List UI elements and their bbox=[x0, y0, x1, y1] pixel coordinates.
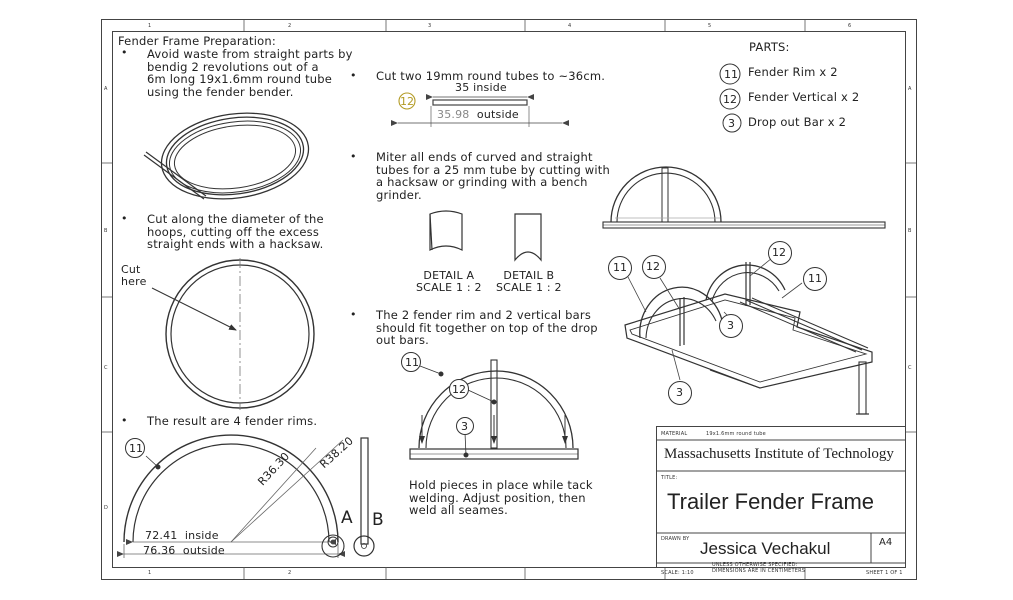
title-label: TITLE: bbox=[661, 475, 678, 481]
fit-bullet-text: The 2 fender rim and 2 vertical bars sho… bbox=[376, 308, 598, 347]
bullet-marker: • bbox=[121, 414, 128, 427]
balloon-fit-rim-number: 11 bbox=[405, 356, 419, 369]
sheet-size: A4 bbox=[879, 537, 893, 548]
parts-balloon-rim bbox=[719, 63, 741, 85]
title-block-lines bbox=[656, 426, 906, 568]
rim-inside-dim: 72.41 inside bbox=[145, 529, 219, 542]
coiled-tube bbox=[143, 112, 310, 200]
tube-outside-dim: 35.98 outside bbox=[437, 108, 519, 121]
balloon-rim-half-number: 11 bbox=[129, 442, 143, 455]
balloon-rim-half bbox=[125, 438, 145, 458]
zone-row-d-left: D bbox=[104, 505, 108, 511]
iso-balloon-vertical-left-number: 12 bbox=[646, 260, 660, 273]
drawn-by-label: DRAWN BY bbox=[661, 536, 690, 542]
view-label-b: B bbox=[372, 510, 384, 530]
zone-col-1-bottom: 1 bbox=[148, 570, 152, 576]
zone-row-a-right: A bbox=[908, 86, 912, 92]
tubes-bullet-text: Cut two 19mm round tubes to ~36cm. bbox=[376, 69, 606, 83]
side-view-assembly bbox=[602, 166, 886, 229]
cut-here-arrow bbox=[151, 287, 237, 331]
tolerance-note-2: DIMENSIONS ARE IN CENTIMETERS bbox=[712, 568, 806, 574]
parts-balloon-vertical-number: 12 bbox=[723, 93, 737, 106]
zone-col-3-top: 3 bbox=[428, 23, 432, 29]
bullet-marker: • bbox=[121, 46, 128, 59]
zone-row-c-left: C bbox=[104, 365, 108, 371]
isometric-assembly bbox=[624, 262, 873, 415]
parts-balloon-vertical bbox=[719, 88, 741, 110]
material-value: 19x1.6mm round tube bbox=[706, 431, 766, 437]
iso-balloon-vertical-right bbox=[768, 241, 792, 265]
iso-balloon-rim-left-number: 11 bbox=[613, 261, 627, 274]
zone-col-4-top: 4 bbox=[568, 23, 572, 29]
material-label: MATERIAL bbox=[661, 431, 688, 437]
zone-col-5-top: 5 bbox=[708, 23, 712, 29]
balloon-fit-dropout-number: 3 bbox=[461, 420, 468, 433]
iso-balloon-vertical-right-number: 12 bbox=[772, 246, 786, 259]
hoop-circle bbox=[165, 258, 315, 410]
parts-item-vertical: Fender Vertical x 2 bbox=[748, 90, 860, 104]
balloon-fit-vertical bbox=[449, 379, 469, 399]
detail-a-label: DETAIL A SCALE 1 : 2 bbox=[416, 269, 482, 294]
zone-row-b-right: B bbox=[908, 228, 912, 234]
parts-item-rim: Fender Rim x 2 bbox=[748, 65, 838, 79]
parts-item-dropout: Drop out Bar x 2 bbox=[748, 115, 847, 129]
zone-row-a-left: A bbox=[104, 86, 108, 92]
zone-col-2-top: 2 bbox=[288, 23, 292, 29]
inner-border bbox=[112, 31, 906, 568]
prep-title: Fender Frame Preparation: bbox=[118, 34, 276, 48]
iso-balloon-dropout-center-number: 3 bbox=[727, 319, 734, 332]
half-rim bbox=[123, 434, 339, 548]
iso-balloon-vertical-left bbox=[642, 255, 666, 279]
iso-balloon-rim-left bbox=[608, 256, 632, 280]
sheet-number: SHEET 1 OF 1 bbox=[866, 570, 903, 576]
iso-balloon-rim-right bbox=[803, 267, 827, 291]
zone-col-6-top: 6 bbox=[848, 23, 852, 29]
view-label-a: A bbox=[341, 508, 353, 528]
zone-col-1-top: 1 bbox=[148, 23, 152, 29]
scale-label: SCALE: 1:10 bbox=[661, 570, 694, 576]
parts-balloon-dropout-number: 3 bbox=[728, 117, 735, 130]
prep-bullet-text: Avoid waste from straight parts by bendi… bbox=[147, 47, 353, 99]
rim-dimension-lines bbox=[117, 439, 345, 558]
bullet-marker: • bbox=[350, 69, 357, 82]
detail-a-b bbox=[429, 210, 542, 262]
iso-balloon-dropout-bottom-number: 3 bbox=[676, 386, 683, 399]
rim-outside-dim: 76.36 outside bbox=[143, 544, 225, 557]
company-name: Massachusetts Institute of Technology bbox=[664, 446, 894, 462]
straight-tube-b bbox=[321, 437, 375, 558]
cut-here-label: Cut here bbox=[121, 263, 147, 288]
balloon-fit-vertical-number: 12 bbox=[452, 383, 466, 396]
miter-bullet-text: Miter all ends of curved and straight tu… bbox=[376, 150, 610, 202]
tube-dimension bbox=[391, 92, 569, 127]
balloon-tube-number: 12 bbox=[400, 95, 414, 108]
cut-bullet-text: Cut along the diameter of the hoops, cut… bbox=[147, 212, 324, 251]
fit-assembly bbox=[409, 359, 579, 460]
zone-row-b-left: B bbox=[104, 228, 108, 234]
iso-balloon-rim-right-number: 11 bbox=[808, 272, 822, 285]
zone-col-2-bottom: 2 bbox=[288, 570, 292, 576]
bullet-marker: • bbox=[350, 308, 357, 321]
balloon-fit-rim bbox=[401, 352, 421, 372]
bullet-marker: • bbox=[350, 150, 357, 163]
tube-inside-dim: 35 inside bbox=[455, 81, 507, 94]
outer-border bbox=[101, 19, 917, 580]
bullet-marker: • bbox=[121, 212, 128, 225]
parts-balloon-rim-number: 11 bbox=[724, 68, 738, 81]
iso-balloon-dropout-bottom bbox=[668, 381, 692, 405]
hold-text: Hold pieces in place while tack welding.… bbox=[409, 478, 593, 517]
author-name: Jessica Vechakul bbox=[700, 539, 831, 558]
zone-row-c-right: C bbox=[908, 365, 912, 371]
parts-balloon-dropout bbox=[722, 113, 742, 133]
result-bullet-text: The result are 4 fender rims. bbox=[147, 414, 318, 428]
parts-title: PARTS: bbox=[749, 40, 790, 54]
tolerance-note-1: UNLESS OTHERWISE SPECIFIED: bbox=[712, 562, 798, 568]
iso-balloon-dropout-center bbox=[719, 314, 743, 338]
balloon-fit-dropout bbox=[456, 417, 474, 435]
zone-ticks bbox=[102, 20, 916, 579]
drawing-title: Trailer Fender Frame bbox=[667, 489, 875, 514]
detail-b-label: DETAIL B SCALE 1 : 2 bbox=[496, 269, 562, 294]
